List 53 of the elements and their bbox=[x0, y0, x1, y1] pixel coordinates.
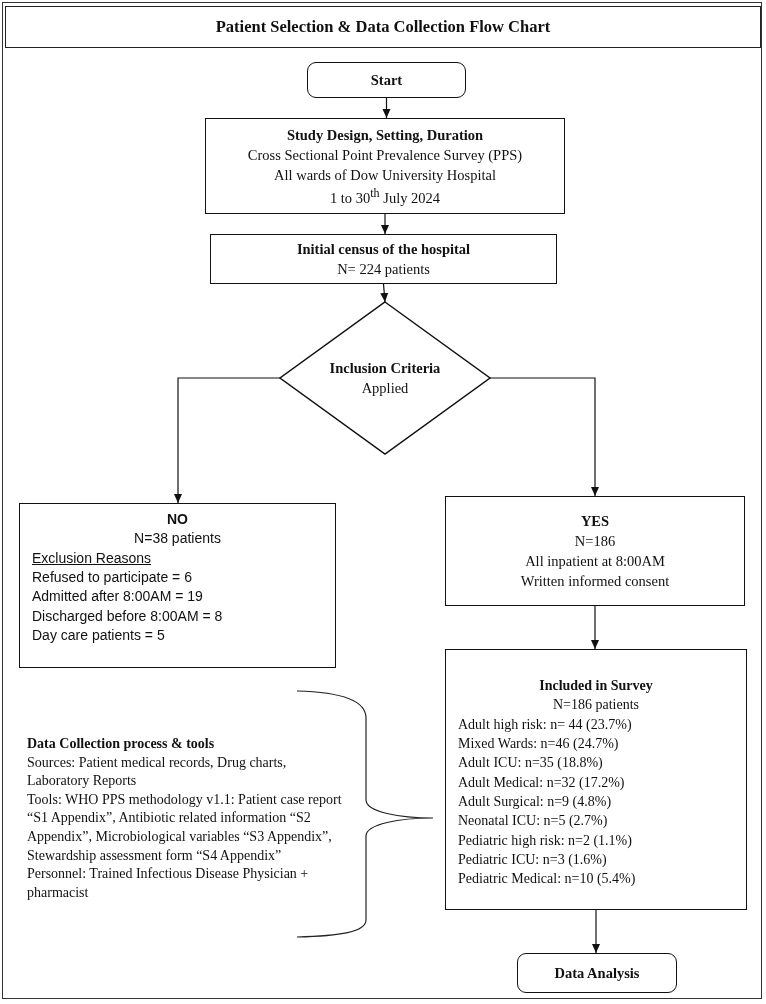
note-text: Tools: WHO PPS methodology v1.1: Patient case report “S1 Appendix”, Antibiotic related information “S2 Appendix”, Microbiological variables “S3 Appendix”, Stewardship assessment form “S4 Appendix” bbox=[27, 790, 343, 865]
node-text: Cross Sectional Point Prevalence Survey (PPS) bbox=[247, 145, 523, 165]
node-heading: Data Analysis bbox=[554, 964, 640, 983]
node-heading: YES bbox=[580, 512, 610, 531]
node-heading: Start bbox=[370, 71, 403, 90]
node-text: N=38 patients bbox=[134, 529, 221, 549]
process-box bbox=[210, 234, 557, 284]
node-text: 1 to 30$^{th}$ July 2024 bbox=[329, 184, 441, 208]
node-text: Pediatric Medical: n=10 (5.4%) bbox=[458, 870, 636, 889]
survey-box bbox=[445, 649, 747, 910]
node-heading: Patient Selection & Data Collection Flow Chart bbox=[215, 15, 551, 38]
node-text: N=186 patients bbox=[552, 696, 640, 715]
decision-diamond bbox=[280, 302, 490, 454]
node-heading: Initial census of the hospital bbox=[296, 240, 471, 259]
process-box bbox=[205, 118, 565, 214]
node-heading: Inclusion Criteria bbox=[329, 359, 441, 378]
node-text: All wards of Dow University Hospital bbox=[274, 165, 496, 185]
arrow bbox=[174, 377, 281, 504]
outcome-box bbox=[19, 503, 336, 668]
terminal-box bbox=[307, 62, 466, 98]
node-text: Discharged before 8:00AM = 8 bbox=[32, 606, 223, 626]
node-text: Adult ICU: n=35 (18.8%) bbox=[458, 754, 603, 773]
outcome-box bbox=[445, 496, 745, 606]
node-heading: Study Design, Setting, Duration bbox=[286, 125, 484, 145]
node-text: Applied bbox=[361, 379, 409, 398]
arrow bbox=[489, 377, 599, 497]
node-text: Exclusion Reasons bbox=[32, 548, 152, 568]
node-text: Mixed Wards: n=46 (24.7%) bbox=[458, 734, 619, 753]
title-box bbox=[5, 6, 761, 48]
node-text: Written informed consent bbox=[520, 572, 670, 591]
arrow bbox=[592, 909, 600, 954]
node-text: Admitted after 8:00AM = 19 bbox=[32, 587, 203, 607]
node-heading: NO bbox=[167, 510, 188, 529]
node-text: All inpatient at 8:00AM bbox=[525, 552, 665, 571]
arrow bbox=[591, 605, 599, 650]
terminal-box bbox=[517, 953, 677, 993]
node-text: Pediatric ICU: n=3 (1.6%) bbox=[458, 850, 607, 869]
note-text: Sources: Patient medical records, Drug charts, Laboratory Reports bbox=[27, 753, 288, 791]
arrow bbox=[380, 283, 389, 303]
node-text: Day care patients = 5 bbox=[32, 625, 165, 645]
node-text: N= 224 patients bbox=[337, 260, 430, 279]
node-text: N=186 bbox=[574, 532, 616, 551]
node-text: Neonatal ICU: n=5 (2.7%) bbox=[458, 812, 608, 831]
node-text: Adult Surgical: n=9 (4.8%) bbox=[458, 792, 612, 811]
node-text: Adult Medical: n=32 (17.2%) bbox=[458, 773, 625, 792]
arrow bbox=[381, 213, 389, 235]
arrow bbox=[382, 97, 391, 119]
note-text: Personnel: Trained Infectious Disease Physician + pharmacist bbox=[27, 865, 310, 902]
node-heading: Included in Survey bbox=[539, 677, 653, 695]
node-text: Adult high risk: n= 44 (23.7%) bbox=[458, 715, 632, 734]
node-text: Pediatric high risk: n=2 (1.1%) bbox=[458, 831, 632, 850]
note-text: Data Collection process & tools bbox=[27, 735, 216, 753]
node-text: Refused to participate = 6 bbox=[32, 567, 192, 587]
